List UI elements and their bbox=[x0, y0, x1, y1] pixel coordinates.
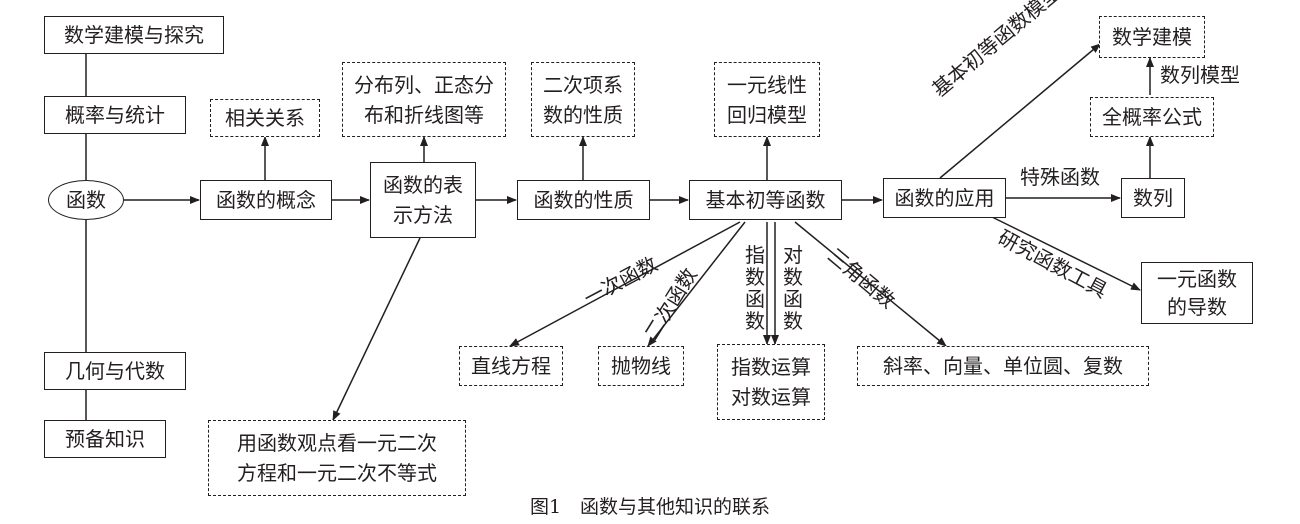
node-elementary: 基本初等函数 bbox=[689, 180, 842, 220]
arrow-application-to-derivative bbox=[989, 215, 1141, 291]
arrow-application-to-model bbox=[939, 43, 1101, 179]
node-application: 函数的应用 bbox=[883, 178, 1006, 218]
node-exp-log-ops-line: 指数运算 bbox=[731, 355, 811, 379]
label-log-function: 对数函数 bbox=[783, 243, 803, 333]
node-concept: 函数的概念 bbox=[200, 180, 332, 220]
node-math-model: 数学建模 bbox=[1099, 16, 1205, 58]
node-trig-related: 斜率、向量、单位圆、复数 bbox=[857, 346, 1149, 386]
node-correlation: 相关关系 bbox=[210, 99, 320, 137]
node-parabola: 抛物线 bbox=[598, 346, 684, 386]
node-quadratic-coef-line: 二次项系 bbox=[543, 72, 623, 97]
node-equation-view: 用函数观点看一元二次 方程和一元二次不等式 bbox=[208, 420, 466, 496]
node-line-eq: 直线方程 bbox=[459, 346, 563, 386]
figure-caption: 图1 函数与其他知识的联系 bbox=[529, 496, 771, 518]
arrow-elementary-to-parabola bbox=[647, 221, 746, 347]
arrow-elementary-to-trig bbox=[794, 221, 947, 347]
node-preliminary: 预备知识 bbox=[44, 420, 166, 458]
node-exp-log-ops-line: 对数运算 bbox=[731, 385, 811, 409]
node-quadratic-coef: 二次项系 数的性质 bbox=[531, 62, 635, 137]
node-total-prob: 全概率公式 bbox=[1090, 97, 1214, 137]
node-sequence: 数列 bbox=[1121, 178, 1185, 218]
node-math-modeling-explore: 数学建模与探究 bbox=[44, 16, 224, 54]
node-derivative-line: 的导数 bbox=[1167, 295, 1227, 319]
node-function: 函数 bbox=[48, 180, 124, 220]
node-geometry-algebra: 几何与代数 bbox=[44, 352, 186, 390]
node-probability-statistics: 概率与统计 bbox=[44, 96, 186, 134]
node-distribution: 分布列、正态分 布和折线图等 bbox=[342, 62, 506, 137]
arrow-elementary-to-line-eq bbox=[509, 221, 741, 347]
node-equation-view-line: 用函数观点看一元二次 bbox=[237, 431, 437, 455]
node-representation-line: 示方法 bbox=[393, 203, 453, 227]
node-derivative-line: 一元函数 bbox=[1157, 267, 1237, 291]
label-exponential-function: 指数函数 bbox=[745, 243, 765, 333]
node-equation-view-line: 方程和一元二次不等式 bbox=[237, 461, 437, 485]
node-representation: 函数的表 示方法 bbox=[370, 162, 476, 238]
node-linear-regression-line: 回归模型 bbox=[727, 102, 807, 127]
node-derivative: 一元函数 的导数 bbox=[1141, 262, 1253, 324]
node-quadratic-coef-line: 数的性质 bbox=[543, 102, 623, 127]
label-special-function: 特殊函数 bbox=[1020, 165, 1100, 189]
node-properties: 函数的性质 bbox=[517, 180, 650, 220]
label-sequence-model: 数列模型 bbox=[1160, 63, 1240, 87]
arrow-representation-to-equation bbox=[332, 237, 421, 421]
node-linear-regression-line: 一元线性 bbox=[727, 72, 807, 97]
node-distribution-line: 分布列、正态分 bbox=[354, 72, 494, 97]
node-exp-log-ops: 指数运算 对数运算 bbox=[717, 344, 825, 420]
node-distribution-line: 布和折线图等 bbox=[364, 102, 484, 127]
node-representation-line: 函数的表 bbox=[383, 173, 463, 197]
node-linear-regression: 一元线性 回归模型 bbox=[714, 62, 820, 137]
